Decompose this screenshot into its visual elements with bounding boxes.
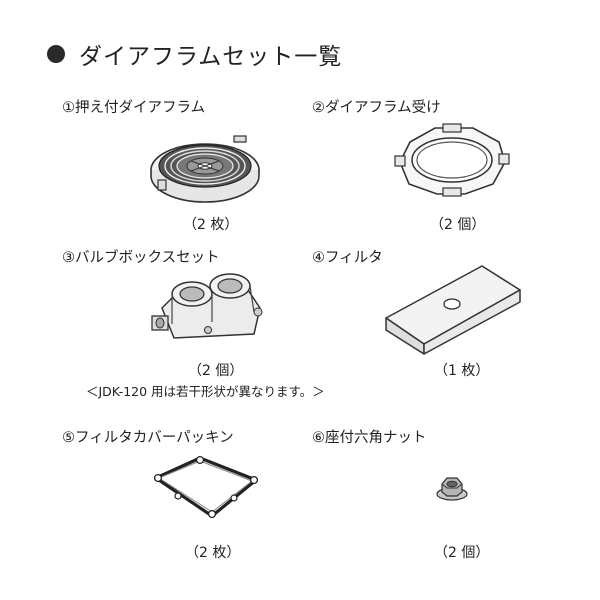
title-row: ダイアフラムセット一覧 (47, 36, 342, 72)
hex-nut-illustration (436, 477, 468, 501)
title-bullet-icon (47, 45, 65, 63)
filter-illustration (385, 265, 521, 355)
item-label-diaphragm-holder: ②ダイアフラム受け (312, 100, 441, 116)
item-qty-filter: （1 枚） (434, 363, 490, 379)
item-qty-diaphragm-holder: （2 個） (430, 217, 486, 233)
valve-box-illustration (151, 273, 263, 339)
item-label-diaphragm: ①押え付ダイアフラム (62, 100, 206, 116)
page-title: ダイアフラムセット一覧 (79, 44, 343, 70)
diaphragm-illustration (150, 135, 260, 203)
gasket-illustration (153, 455, 259, 519)
item-label-filter: ④フィルタ (312, 250, 383, 266)
item-qty-valve-box: （2 個） (188, 363, 244, 379)
item-qty-gasket: （2 枚） (185, 545, 241, 561)
item-label-valve-box: ③バルブボックスセット (62, 250, 220, 266)
item-note-jdk120: ＜JDK-120 用は若干形状が異なります。＞ (86, 384, 325, 399)
item-label-hex-nut: ⑥座付六角ナット (312, 430, 427, 446)
item-qty-diaphragm: （2 枚） (183, 217, 239, 233)
item-label-gasket: ⑤フィルタカバーパッキン (62, 430, 234, 446)
item-qty-hex-nut: （2 個） (434, 545, 490, 561)
diaphragm-holder-illustration (394, 123, 510, 197)
